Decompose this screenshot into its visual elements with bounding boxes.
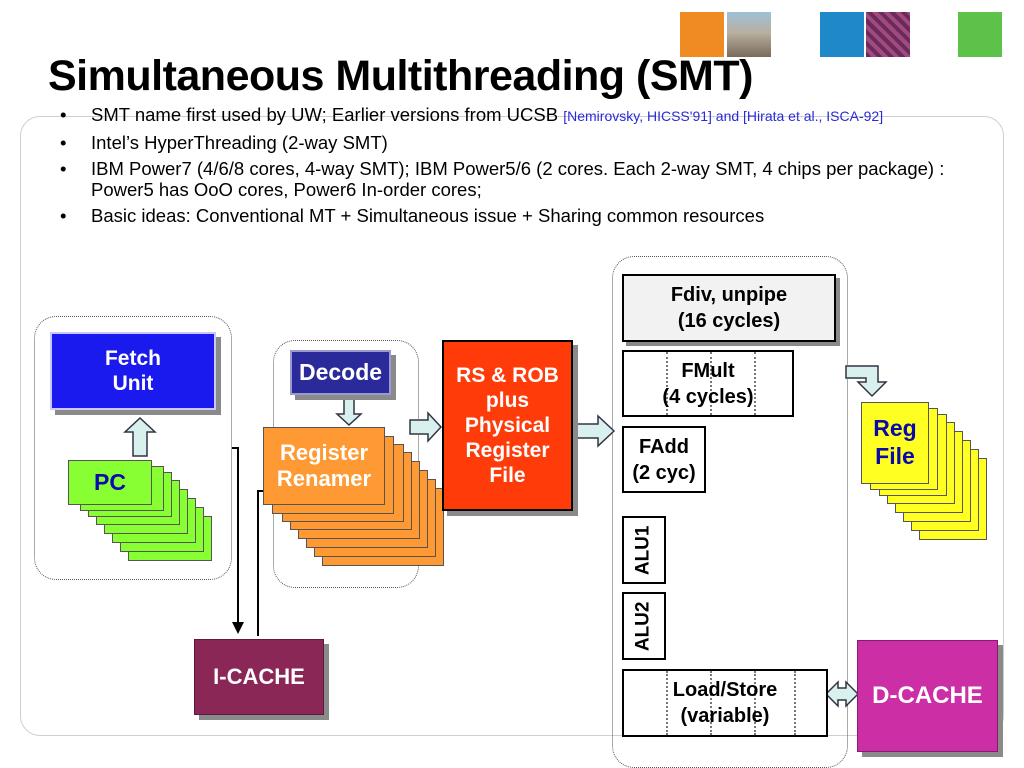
fetch-label-line2: Unit [105,371,161,396]
decode-to-renamer-arrow [337,394,361,425]
loadstore-label-line2: (variable) [673,703,777,729]
pipeline-divider [794,671,796,735]
alu2-unit: ALU2 [622,592,666,660]
icache-to-decode-wire [258,491,268,636]
fetch-to-icache-wire [232,448,238,622]
loadstore-label-line1: Load/Store [673,677,777,703]
regfile-label-line2: File [873,443,916,471]
renamer-label-line2: Renamer [277,466,371,492]
fu-to-regfile-arrow [846,366,886,396]
rs-to-fu-arrow [575,416,614,446]
fadd-unit: FAdd(2 cyc) [622,426,706,493]
pipeline-divider [754,352,756,415]
fmult-label-line2: (4 cycles) [662,384,753,410]
loadstore-dcache-arrow [826,682,858,706]
fdiv-label-line2: (16 cycles) [671,308,787,334]
rs-label-line3: Physical [456,413,559,438]
fdiv-label-line1: Fdiv, unpipe [671,282,787,308]
fadd-label-line2: (2 cyc) [632,460,695,486]
fmult-unit: FMult(4 cycles) [622,350,794,417]
rs-label-line5: File [456,463,559,488]
icache-block: I-CACHE [194,639,324,715]
alu1-unit: ALU1 [622,516,666,584]
fmult-label-line1: FMult [662,358,753,384]
dcache-block: D-CACHE [857,640,998,752]
icache-arrowhead [232,622,244,634]
rs-label-line1: RS & ROB [456,363,559,388]
pc-block: PC [68,460,152,505]
pc-to-fetch-arrow [125,418,155,456]
fadd-label-line1: FAdd [632,434,695,460]
renamer-to-rs-arrow [410,413,441,441]
alu1-label: ALU1 [632,525,657,575]
pipeline-divider [666,671,668,735]
rs-rob-block: RS & ROB plus Physical Register File [442,340,573,511]
rs-label-line2: plus [456,388,559,413]
renamer-label-line1: Register [277,440,371,466]
decode-block: Decode [290,350,391,395]
regfile-label-line1: Reg [873,415,916,443]
fetch-label-line1: Fetch [105,346,161,371]
rs-label-line4: Register [456,438,559,463]
alu2-label: ALU2 [632,601,657,651]
loadstore-unit: Load/Store(variable) [622,669,828,737]
fdiv-unit: Fdiv, unpipe(16 cycles) [622,274,836,342]
